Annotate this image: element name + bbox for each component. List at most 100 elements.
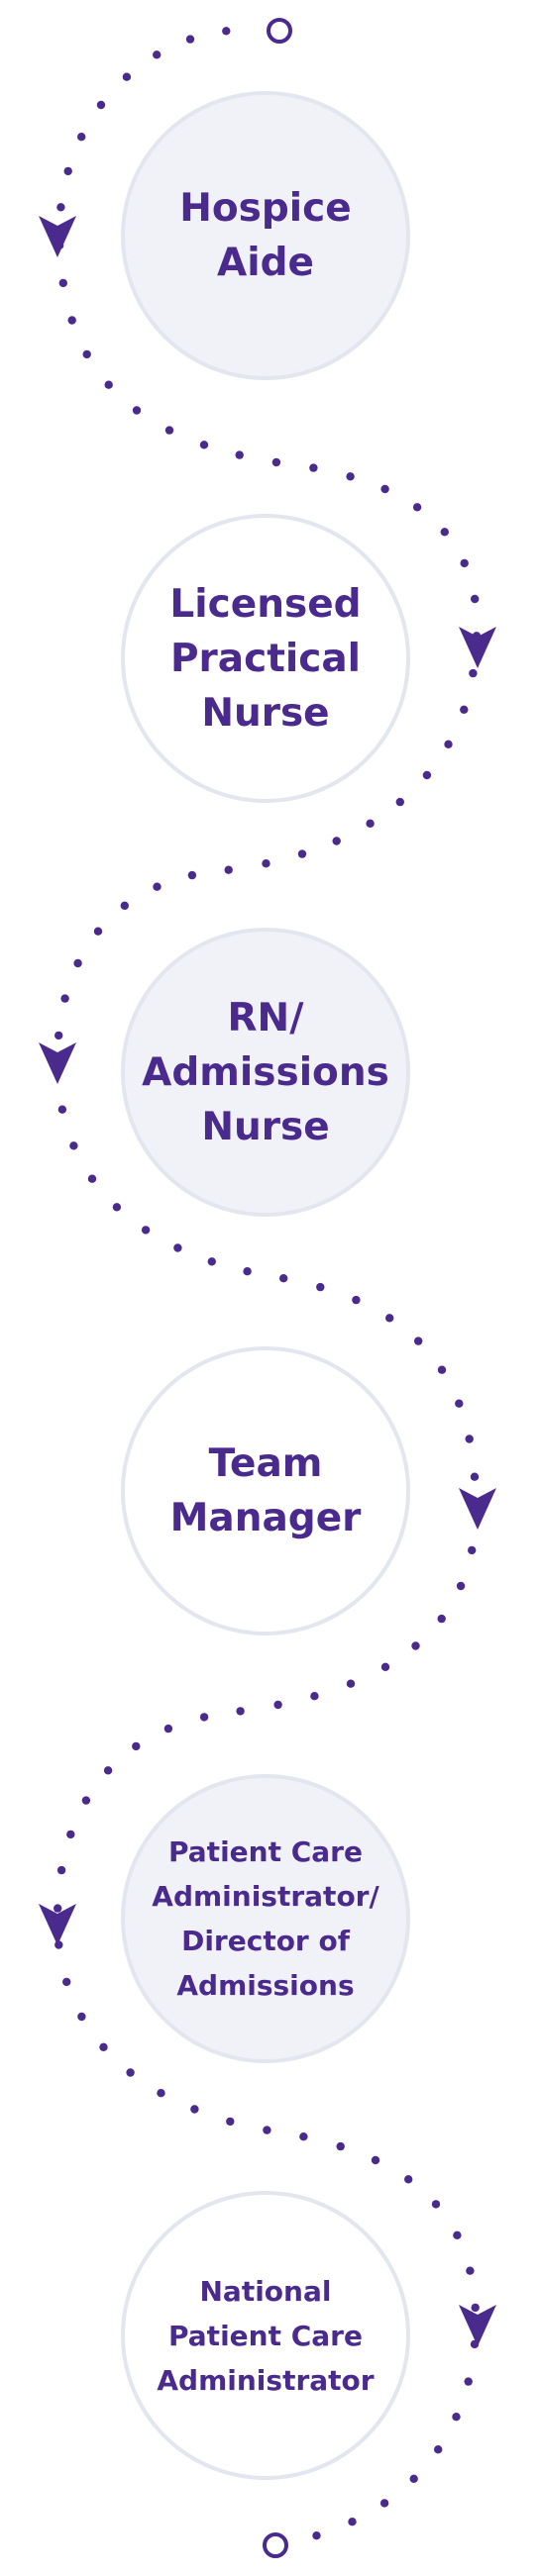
path-dot [157,2089,165,2098]
path-dot [132,1741,141,1751]
step-label: Patient Care Administrator/ Director of … [140,1830,390,2008]
path-dot [190,2105,199,2114]
path-dot [104,380,113,389]
path-dot [437,1365,447,1374]
arrow-down-icon [39,1904,76,1945]
path-dot [316,1282,325,1292]
path-dot [243,1267,252,1276]
path-dot [471,594,480,604]
path-dot [60,994,69,1003]
step-label-line: National [199,2274,332,2308]
path-dot [404,2175,413,2184]
arrow-down-icon [39,1042,76,1084]
step-label-line: Nurse [201,690,330,736]
step-label-line: Director of [181,1925,350,1957]
path-dot [395,797,404,807]
path-dot [222,27,231,36]
step-label-line: Admissions [176,1969,355,2002]
step-label-line: Practical [169,636,362,681]
path-dot [279,1274,288,1283]
path-dot [440,528,449,537]
path-dot [207,1257,216,1266]
path-dot [173,1243,182,1252]
path-dot [371,2155,380,2165]
path-dot [199,441,209,449]
path-dot [271,457,281,467]
path-dot [431,2200,441,2209]
path-dot [77,133,86,142]
path-dot [153,50,162,59]
step-label-line: Administrator/ [152,1880,379,1913]
path-dot [82,349,91,359]
path-dot [460,705,469,714]
path-dot [185,35,195,44]
step-label: RN/ Admissions Nurse [130,991,401,1154]
step-label-line: Manager [169,1496,362,1540]
path-dot [444,740,453,748]
path-dot [187,870,197,880]
arrow-down-icon [39,216,76,257]
path-dot [67,316,76,325]
step-hospice-aide: Hospice Aide [121,91,410,380]
path-dot [464,2377,473,2386]
path-dot [380,484,389,494]
path-dot [54,1031,63,1040]
path-dot [414,1337,423,1345]
path-dot [81,1796,91,1805]
path-dot [453,2230,462,2239]
path-dot [235,450,244,459]
step-team-manager: Team Manager [121,1346,410,1635]
path-dot [469,668,478,678]
path-dot [58,278,67,288]
path-dot [122,72,132,81]
path-dot [262,859,270,868]
path-dot [112,1203,122,1212]
path-dot [93,927,103,936]
dotted-path [54,27,482,2540]
path-dot [299,2132,308,2141]
path-start-marker [267,18,292,44]
step-licensed-practical-nurse: Licensed Practical Nurse [121,514,410,803]
path-dot [452,2413,461,2422]
step-label: Hospice Aide [167,181,364,290]
step-label-line: Aide [217,241,314,285]
arrow-down-icon [459,2305,496,2346]
path-dot [434,2445,443,2454]
path-dot [460,558,469,568]
path-dot [163,1724,173,1734]
path-dot [56,203,65,212]
path-end-marker [263,2532,288,2558]
arrow-down-icon [459,627,496,668]
path-dot [385,1314,394,1323]
step-label-line: Patient Care [168,2319,363,2352]
step-label-line: Nurse [201,1104,330,1149]
path-dot [468,1545,477,1555]
path-dot [380,1662,390,1672]
path-dot [312,2531,321,2540]
step-label-line: Admissions [142,1049,389,1095]
path-dot [99,2042,108,2051]
path-dot [336,2141,345,2151]
path-dot [470,1472,480,1481]
path-dot [422,770,432,780]
step-label: Licensed Practical Nurse [158,577,373,741]
step-label-line: Administrator [157,2363,375,2397]
path-dot [77,2012,86,2022]
path-dot [346,472,355,481]
path-dot [412,503,422,512]
path-dot [273,1700,282,1710]
path-dot [332,837,341,845]
path-dot [437,1614,446,1624]
path-dot [236,1707,245,1716]
path-dot [310,1692,319,1701]
step-label-line: Licensed [169,581,362,627]
path-dot [66,1830,75,1839]
path-dot [379,2499,389,2508]
path-dot [120,901,129,910]
path-dot [57,1105,67,1114]
path-dot [56,1865,66,1875]
path-dot [309,463,318,472]
step-label-line: RN/ [227,995,304,1040]
path-dot [455,1399,464,1408]
